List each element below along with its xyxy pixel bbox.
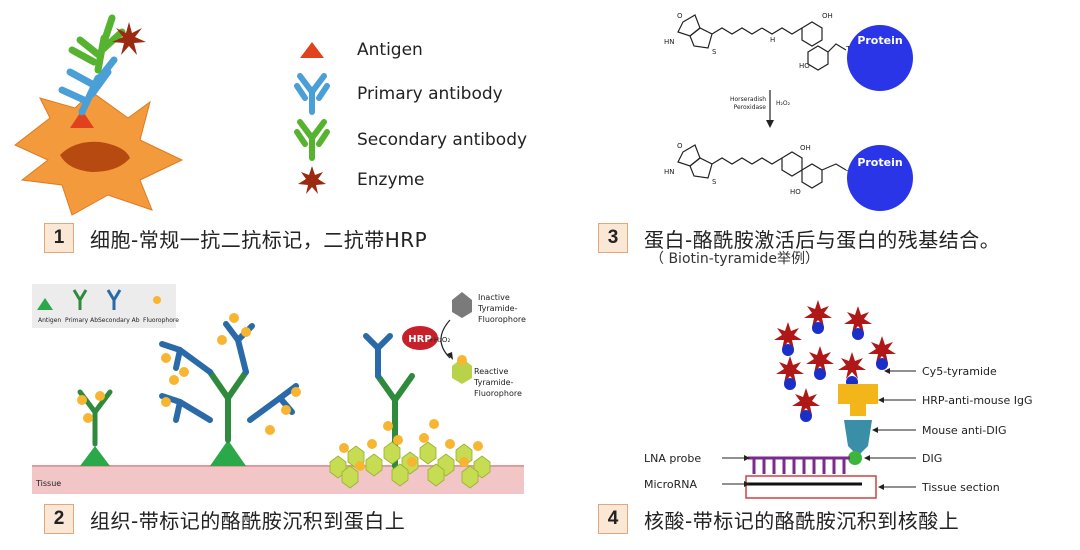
svg-text:OH: OH (800, 144, 811, 152)
reactive-label-1: Reactive (474, 367, 509, 376)
svg-text:OH: OH (822, 12, 833, 20)
antigen-1 (80, 446, 110, 466)
panel1-caption: 细胞-常规一抗二抗标记，二抗带HRP (90, 228, 428, 252)
panel1-number: 1 (44, 223, 74, 253)
panel2-caption: 组织-带标记的酪酰胺沉积到蛋白上 (90, 509, 406, 533)
legend2-primary-label: Primary Ab (65, 317, 98, 324)
svg-text:S: S (712, 48, 717, 56)
h2o2-label: H₂O₂ (776, 100, 791, 107)
panel2-illustration: Antigen Primary Ab Secondary Ab Fluoroph… (32, 284, 526, 494)
inactive-tyramide-icon (452, 292, 472, 318)
legend-antigen-label: Antigen (357, 40, 423, 60)
svg-text:S: S (712, 178, 717, 186)
inactive-label-1: Inactive (478, 293, 510, 302)
nucleus-shape (60, 141, 130, 172)
svg-text:HO: HO (790, 188, 801, 196)
protein-label-bottom: Protein (857, 156, 902, 169)
microrna-label: MicroRNA (644, 478, 697, 491)
enzyme-label-line2: Peroxidase (734, 104, 767, 111)
panel4-number: 4 (598, 504, 628, 534)
cy5-tyramide-label: Cy5-tyramide (922, 365, 997, 378)
svg-text:HN: HN (664, 168, 675, 176)
tissue-section-label: Tissue section (921, 481, 1000, 494)
svg-text:HO: HO (799, 62, 810, 70)
panel3-illustration: O HN S H OH HO Tyr Protein Horseradish P… (664, 12, 913, 211)
legend-primary-antibody-icon (294, 73, 330, 115)
antigen-2 (210, 440, 246, 466)
hrp-anti-mouse-label: HRP-anti-mouse IgG (922, 394, 1033, 407)
biotin-tyramide-molecule (677, 14, 823, 49)
lna-probe-label: LNA probe (644, 452, 701, 465)
reactive-label-2: Tyramide- (473, 378, 514, 387)
protein-circle-bottom (847, 145, 913, 211)
legend-antigen-icon (300, 42, 324, 58)
legend2-secondary-ab-icon (106, 289, 122, 310)
lna-probe (748, 456, 850, 474)
inactive-label-2: Tyramide- (477, 304, 518, 313)
reactive-tyramide-icon (452, 358, 472, 384)
panel2-legend-box (32, 284, 176, 328)
legend2-fluorophore-label: Fluorophore (143, 317, 179, 324)
hrp-enzyme (402, 326, 438, 350)
legend2-fluorophore-icon (153, 296, 161, 304)
svg-text:O: O (677, 142, 683, 150)
cy5-tyramide-group (774, 300, 896, 422)
legend2-antigen-label: Antigen (38, 317, 61, 324)
mouse-anti-dig-label: Mouse anti-DIG (922, 424, 1006, 437)
panel1-illustration (14, 14, 330, 216)
primary-ab-2 (207, 369, 249, 443)
panel2-number: 2 (44, 504, 74, 534)
legend2-antigen-icon (37, 298, 53, 310)
legend2-primary-ab-icon (72, 289, 88, 310)
protein-label-top: Protein (857, 34, 902, 47)
reactive-label-3: Fluorophore (474, 389, 522, 398)
dig-dot (848, 451, 862, 465)
tissue-section-box (745, 475, 877, 499)
mouse-anti-dig (844, 420, 872, 456)
panel2-h2o2-label: +H₂O₂ (428, 336, 450, 344)
legend2-secondary-label: Secondary Ab (98, 317, 140, 324)
tissue-label: Tissue (35, 479, 61, 488)
svg-text:H: H (770, 36, 775, 44)
inactive-label-3: Fluorophore (478, 315, 526, 324)
legend-enzyme-label: Enzyme (357, 170, 425, 190)
secondary-antibody-on-cell (68, 14, 126, 74)
enzyme-star-on-cell (112, 22, 146, 55)
reaction-curve-arrow (440, 319, 451, 359)
enzyme-label-line1: Horseradish (730, 96, 766, 103)
secondary-ab-3 (363, 333, 393, 379)
panel3-caption: 蛋白-酪酰胺激活后与蛋白的残基结合。 (644, 228, 1001, 252)
svg-text:O: O (677, 12, 683, 20)
protein-circle-top (847, 25, 913, 91)
svg-text:HN: HN (664, 38, 675, 46)
primary-antibody-on-cell (58, 56, 118, 116)
panel4-illustration: LNA probe MicroRNA Cy5-tyramide HRP-anti… (644, 300, 1033, 499)
secondary-ab-2a (159, 341, 213, 423)
panel4-caption: 核酸-带标记的酪酰胺沉积到核酸上 (644, 509, 960, 533)
legend-primary-antibody-label: Primary antibody (357, 84, 503, 104)
panel3-sub-caption: （ Biotin-tyramide举例） (650, 251, 819, 267)
legend-enzyme-icon (298, 166, 326, 194)
antigen-on-cell (70, 110, 94, 128)
hrp-anti-mouse-igg (838, 384, 878, 416)
hrp-label: HRP (408, 334, 431, 345)
legend-secondary-antibody-icon (294, 119, 330, 161)
dig-label: DIG (922, 452, 942, 465)
product-molecule (677, 144, 847, 189)
legend-secondary-antibody-label: Secondary antibody (357, 130, 528, 150)
panel3-number: 3 (598, 223, 628, 253)
